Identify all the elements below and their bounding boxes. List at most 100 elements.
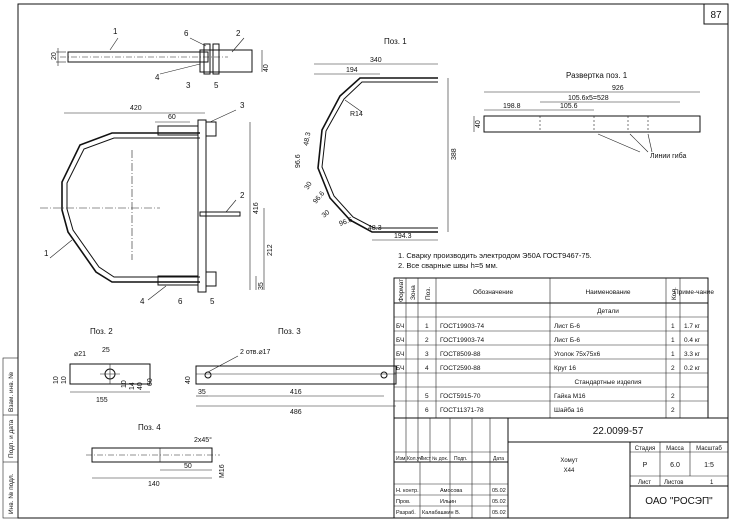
cell-format: БЧ [396, 323, 404, 330]
callout-1-top: 1 [113, 27, 118, 36]
table-row: 6 ГОСТ11371-78 Шайба 16 2 [425, 406, 675, 414]
cell-pos: 2 [425, 337, 429, 344]
dim-p3-35: 35 [198, 389, 206, 396]
side-stamp-1: Взам. инв. № [8, 372, 15, 412]
cell-qty: 2 [671, 407, 675, 414]
cell-pos: 5 [425, 393, 429, 400]
tb-massa-label: Масса [666, 446, 684, 452]
callout-2-top: 2 [236, 29, 241, 38]
page-number-box [703, 3, 729, 25]
angle-post [197, 119, 207, 293]
cell-note: 3.3 кг [684, 351, 701, 358]
tb-person: Амосова [440, 488, 463, 494]
tb-role: Пров. [396, 499, 411, 505]
cell-note: 0.4 кг [684, 337, 701, 344]
dim-p2-d21: ⌀21 [74, 351, 86, 358]
cell-pos: 1 [425, 323, 429, 330]
table-row: БЧ 4 ГОСТ2590-88 Круг 16 2 0.2 кг [396, 365, 701, 372]
tb-list-label: Лист [638, 480, 651, 486]
cell-pos: 3 [425, 351, 429, 358]
tb-role: Н. контр. [396, 488, 419, 494]
dim-p1-340: 340 [370, 57, 382, 64]
th-name: Наименование [585, 289, 630, 296]
callout-6-main: 6 [178, 297, 183, 306]
callout-4-main: 4 [140, 297, 145, 306]
dim-p1-30b: 30 [321, 209, 332, 219]
cell-designation: ГОСТ2590-88 [440, 365, 481, 372]
razvertka-view: Развертка поз. 1 926 105.6x5=528 198.8 1… [473, 71, 701, 160]
dim-p4-chamfer: 2x45° [194, 436, 212, 444]
tb-h-ndok: № док. [432, 456, 448, 462]
tb-person: Калабашкин В. [422, 510, 461, 516]
sheet-frame [17, 3, 729, 519]
cell-name: Лист Б-6 [554, 337, 580, 344]
tb-role: Разраб. [396, 510, 416, 516]
title-block: Изм. Кол.уч Лист № док. Подп. Дата Н. ко… [393, 417, 729, 519]
callout-5-top: 5 [214, 81, 219, 90]
drawing-name-1: Хомут [560, 458, 577, 464]
cell-designation: ГОСТ8509-88 [440, 351, 481, 358]
callout-3-top: 3 [186, 81, 191, 90]
cell-name: Уголок 75х75х6 [554, 351, 601, 358]
pos1-view: Поз. 1 340 194 R14 48.3 96.6 30 96.6 30 … [295, 37, 458, 241]
dim-p2-14: 14 [129, 382, 136, 390]
razvertka-strip [483, 115, 701, 133]
top-assembly-view: 20 40 1 2 6 4 3 5 [51, 27, 270, 90]
cell-qty: 2 [671, 393, 675, 400]
cell-qty: 1 [671, 351, 675, 358]
dim-r-105-6x5: 105.6x5=528 [568, 95, 609, 102]
th-format: Формат [398, 279, 405, 302]
dim-p1-194: 194 [346, 67, 358, 74]
cell-pos: 4 [425, 365, 429, 372]
side-stamp-2: Подп. и дата [8, 419, 15, 458]
tb-stadia-value: Р [643, 462, 648, 469]
dim-p1-48-3a: 48.3 [303, 132, 312, 147]
note-2: 2. Все сварные швы h=5 мм. [398, 261, 498, 270]
dim-p2-10c: 10 [121, 380, 128, 388]
dim-p2-155: 155 [96, 397, 108, 404]
cell-name: Круг 16 [554, 365, 576, 372]
pos1-outline [317, 77, 438, 233]
cell-name: Лист Б-6 [554, 323, 580, 330]
cell-qty: 1 [671, 323, 675, 330]
table-row: БЧ 1 ГОСТ19903-74 Лист Б-6 1 1.7 кг [396, 323, 701, 330]
dim-p3-416: 416 [290, 389, 302, 396]
cell-note: 0.2 кг [684, 365, 701, 372]
dim-p1-96-6b: 96.6 [312, 190, 326, 205]
cell-designation: ГОСТ19903-74 [440, 337, 485, 344]
th-note: Приме-чание [674, 289, 714, 296]
th-zone: Зона [410, 285, 417, 300]
dim-p3-486: 486 [290, 409, 302, 416]
drawing-designation: 22.0099-57 [593, 426, 644, 437]
tb-h-kol: Кол.уч [407, 456, 422, 462]
pos4-view: Поз. 4 2x45° 50 140 M16 [86, 423, 226, 488]
dim-p1-48-3b: 48.3 [368, 225, 382, 232]
tb-massa-value: 6.0 [670, 462, 680, 469]
th-designation: Обозначение [473, 288, 514, 296]
th-pos: Поз. [425, 287, 432, 300]
pos2-title: Поз. 2 [90, 327, 113, 336]
callout-6-top: 6 [184, 29, 189, 38]
cell-name: Гайка М16 [554, 392, 586, 400]
note-1: 1. Сварку производить электродом Э50А ГО… [398, 251, 592, 260]
side-stamp-3: Инв. № подл. [8, 473, 15, 514]
clamp-inner-outline [66, 137, 200, 278]
dim-main-35: 35 [258, 282, 265, 290]
cell-designation: ГОСТ5915-70 [440, 393, 481, 400]
tb-masshtab-label: Масштаб [696, 446, 722, 452]
dim-r-198-8: 198.8 [503, 103, 521, 110]
cell-format: БЧ [396, 365, 404, 372]
dim-main-212: 212 [267, 244, 274, 256]
section-details: Детали [597, 308, 619, 315]
cell-designation: ГОСТ19903-74 [440, 323, 485, 330]
dim-p4-140: 140 [148, 481, 160, 488]
dim-p2-10b: 10 [53, 376, 60, 384]
cell-format: БЧ [396, 351, 404, 358]
tb-date: 05.02 [492, 499, 506, 505]
bend-lines-label: Линии гиба [650, 152, 686, 160]
clamp-outer-outline [61, 132, 200, 283]
table-row: БЧ 2 ГОСТ19903-74 Лист Б-6 1 0.4 кг [396, 337, 701, 344]
dim-top-40: 40 [263, 64, 270, 72]
side-stamp-frame [2, 357, 19, 519]
